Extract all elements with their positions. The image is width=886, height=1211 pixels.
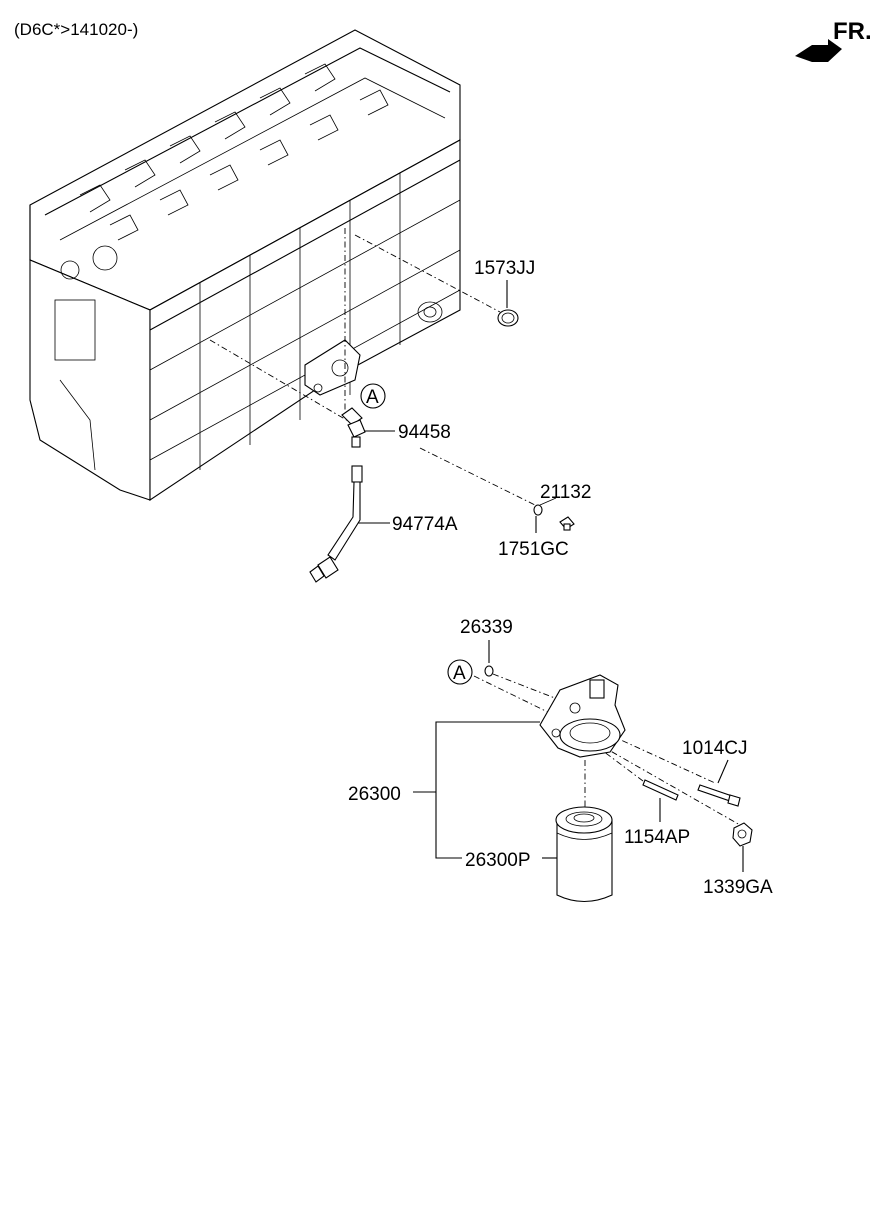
seal-ring-1573JJ [497, 309, 519, 327]
label-1014CJ: 1014CJ [682, 738, 748, 759]
label-26339: 26339 [460, 617, 513, 638]
callout-a-bottom-letter: A [453, 663, 466, 684]
bolt-1014CJ [697, 784, 741, 807]
model-code: (D6C*>141020-) [14, 20, 138, 39]
nut-1339GA [732, 822, 753, 847]
label-26300: 26300 [348, 784, 401, 805]
label-1339GA: 1339GA [703, 877, 773, 898]
label-1154AP: 1154AP [624, 827, 690, 848]
plug-1751GC [559, 516, 575, 531]
oil-hose-94774A [309, 465, 363, 583]
label-94458: 94458 [398, 422, 451, 443]
filter-head-26300 [539, 674, 626, 758]
o-ring-26339 [484, 665, 494, 677]
label-1573JJ: 1573JJ [474, 258, 535, 279]
callout-a-bottom [447, 659, 473, 685]
label-26300P: 26300P [465, 850, 531, 871]
front-label: FR. [833, 18, 872, 45]
stud-1154AP [642, 779, 679, 801]
callout-a-top [360, 383, 386, 409]
oil-filter-26300P [555, 806, 613, 903]
union-fitting-94458 [341, 407, 366, 448]
arrow-left-icon [795, 39, 842, 62]
label-94774A: 94774A [392, 514, 458, 535]
label-21132: 21132 [540, 482, 591, 503]
callout-a-top-letter: A [366, 387, 379, 408]
engine-block [29, 29, 461, 502]
label-1751GC: 1751GC [498, 539, 569, 560]
washer-21132 [533, 504, 543, 516]
